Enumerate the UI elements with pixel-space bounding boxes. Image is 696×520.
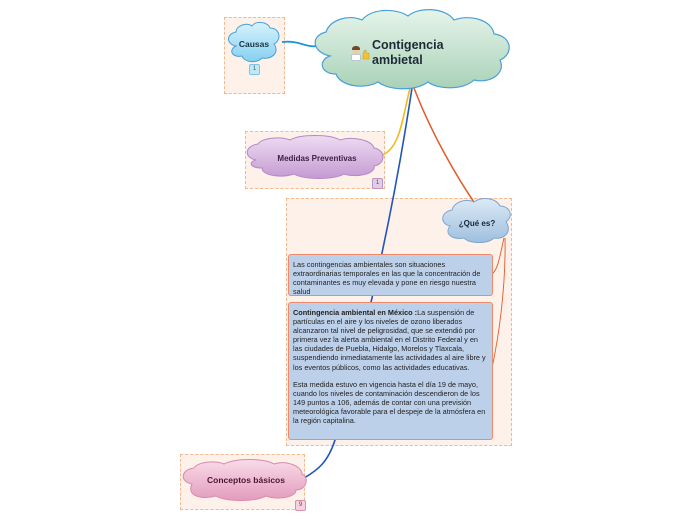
que-es-cloud[interactable] xyxy=(442,198,511,243)
definition-text: Las contingencias ambientales son situac… xyxy=(293,260,481,297)
link-que-es xyxy=(413,87,479,209)
central-title-line1: Contigencia xyxy=(372,38,444,52)
link-medidas xyxy=(379,87,411,157)
central-title-line2: ambietal xyxy=(372,53,423,67)
link-que-es-text2 xyxy=(491,237,506,369)
medidas-label[interactable]: Medidas Preventivas xyxy=(277,154,357,163)
conceptos-cloud[interactable] xyxy=(182,459,307,501)
medidas-cloud[interactable] xyxy=(246,135,384,179)
mexico-title: Contingencia ambiental en México : xyxy=(293,308,418,317)
conceptos-badge[interactable]: 9 xyxy=(295,500,306,511)
central-cloud[interactable] xyxy=(314,9,510,90)
medidas-badge[interactable]: 1 xyxy=(372,178,383,189)
mexico-paragraph-2: Esta medida estuvo en vigencia hasta el … xyxy=(293,379,486,426)
person-thumbs-up-icon xyxy=(351,46,370,61)
causas-label[interactable]: Causas xyxy=(238,39,270,49)
causas-cloud[interactable] xyxy=(228,21,280,63)
mexico-note[interactable]: Contingencia ambiental en México :La sus… xyxy=(288,302,493,440)
definition-note[interactable]: Las contingencias ambientales son situac… xyxy=(288,254,493,296)
link-causas xyxy=(281,40,319,48)
conceptos-label[interactable]: Conceptos básicos xyxy=(207,475,285,485)
que-es-label[interactable]: ¿Qué es? xyxy=(458,219,496,228)
central-title[interactable]: Contigencia ambietal xyxy=(372,38,482,68)
link-que-es-text1 xyxy=(491,237,505,275)
mexico-body: La suspensión de partículas en el aire y… xyxy=(293,308,486,372)
mexico-paragraph-1: Contingencia ambiental en México :La sus… xyxy=(293,308,488,372)
causas-badge[interactable]: 1 xyxy=(249,64,260,75)
